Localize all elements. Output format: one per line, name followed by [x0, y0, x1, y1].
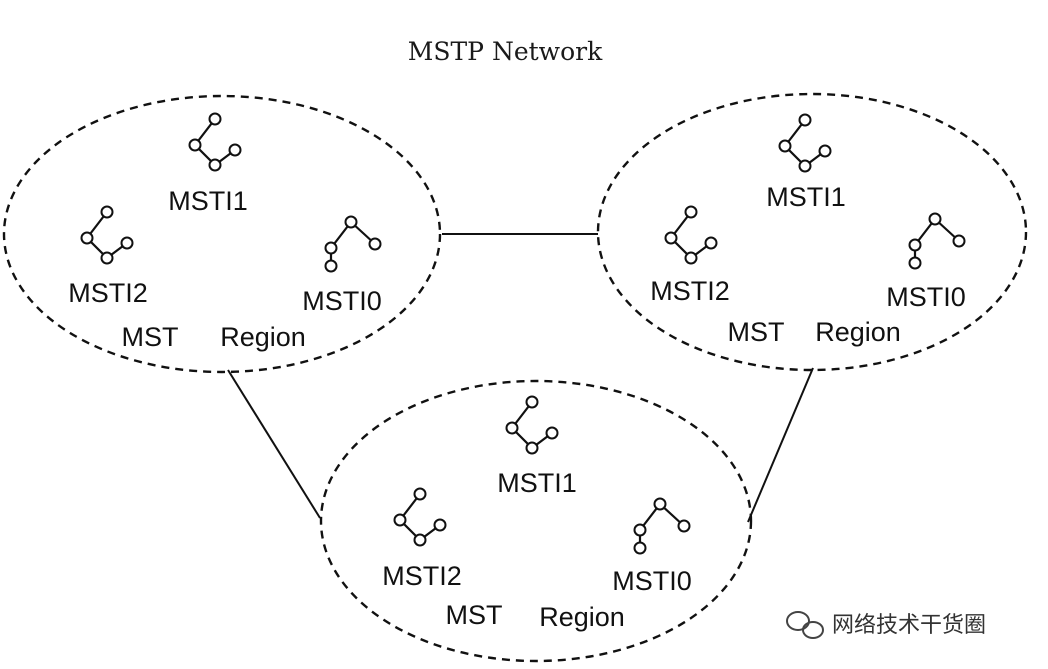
region-label-region: Region — [815, 317, 901, 347]
link-region2-region3 — [747, 367, 814, 523]
instance-label-msti0: MSTI0 — [302, 286, 382, 316]
region-boundary — [2, 94, 442, 374]
wechat-icon — [786, 611, 824, 639]
spanning-tree-icon — [324, 215, 382, 273]
instance-label-msti1: MSTI1 — [168, 186, 248, 216]
instance-label-msti2: MSTI2 — [650, 276, 730, 306]
watermark: 网络技术干货圈 — [786, 611, 986, 639]
instance-label-msti0: MSTI0 — [886, 282, 966, 312]
spanning-tree-icon — [633, 497, 691, 555]
region-label-region: Region — [539, 602, 625, 632]
spanning-tree-icon — [505, 395, 559, 455]
instance-label-msti2: MSTI2 — [382, 561, 462, 591]
mst-region-right: MSTI1 MSTI2 MSTI0 MST Region — [596, 92, 1028, 372]
region-boundary — [596, 92, 1028, 372]
region-label-region: Region — [220, 322, 306, 352]
region-label-mst: MST — [446, 600, 503, 630]
region-label-mst: MST — [728, 317, 785, 347]
watermark-text: 网络技术干货圈 — [832, 613, 986, 638]
region-label-mst: MST — [122, 322, 179, 352]
region-boundary — [319, 379, 753, 663]
spanning-tree-icon — [778, 113, 832, 173]
link-region1-region3 — [227, 369, 321, 519]
diagram-title: MSTP Network — [408, 37, 603, 66]
instance-label-msti2: MSTI2 — [68, 278, 148, 308]
instance-label-msti1: MSTI1 — [766, 182, 846, 212]
spanning-tree-icon — [80, 205, 134, 265]
spanning-tree-icon — [908, 212, 966, 270]
instance-label-msti1: MSTI1 — [497, 468, 577, 498]
mst-region-bottom: MSTI1 MSTI2 MSTI0 MST Region — [319, 379, 753, 663]
mst-region-left: MSTI1 MSTI2 MSTI0 MST Region — [2, 94, 442, 374]
spanning-tree-icon — [664, 205, 718, 265]
instance-label-msti0: MSTI0 — [612, 566, 692, 596]
spanning-tree-icon — [188, 112, 242, 172]
spanning-tree-icon — [393, 487, 447, 547]
